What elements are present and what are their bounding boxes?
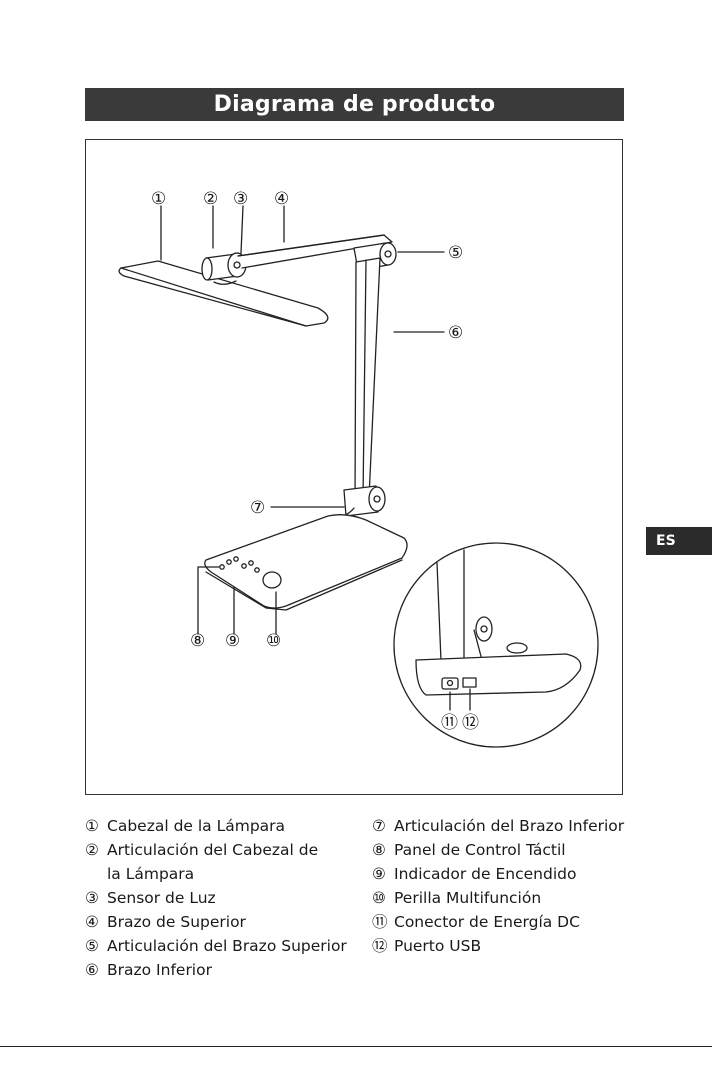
legend-label: Sensor de Luz [107, 889, 216, 907]
callout-9: ⑨ [225, 631, 241, 651]
legend-number: ⑩ [372, 889, 386, 907]
language-tab: ES [646, 527, 712, 555]
bottom-divider [0, 1046, 712, 1047]
legend-item: ⑤ Articulación del Brazo Superior [85, 934, 347, 958]
legend-number: ③ [85, 889, 99, 907]
product-diagram: ① ② ③ ④ ⑤ ⑥ ⑦ ⑧ ⑨ ⑩ ⑪ ⑫ [85, 139, 623, 795]
legend-label: Conector de Energía DC [394, 913, 580, 931]
callout-8: ⑧ [190, 631, 206, 651]
legend-number: ⑫ [372, 937, 388, 955]
callout-2: ② [203, 189, 219, 209]
legend-label: Panel de Control Táctil [394, 841, 566, 859]
legend-label: Perilla Multifunción [394, 889, 542, 907]
legend-item: ⑪ Conector de Energía DC [372, 910, 624, 934]
legend-number: ⑨ [372, 865, 386, 883]
legend-item: ⑦ Articulación del Brazo Inferior [372, 814, 624, 838]
callout-12: ⑫ [462, 713, 479, 733]
legend-label: Articulación del Cabezal de la Lámpara [107, 841, 319, 883]
legend-right: ⑦ Articulación del Brazo Inferior ⑧ Panel … [372, 814, 624, 958]
legend-item: ② Articulación del Cabezal de la Lámpara [85, 838, 347, 886]
callout-7: ⑦ [250, 498, 266, 518]
legend-item: ⑨ Indicador de Encendido [372, 862, 624, 886]
legend-item: ⑫ Puerto USB [372, 934, 624, 958]
legend-item: ④ Brazo de Superior [85, 910, 347, 934]
legend-left: ① Cabezal de la Lámpara ② Articulación del… [85, 814, 347, 982]
legend-item: ⑥ Brazo Inferior [85, 958, 347, 982]
legend-item: ① Cabezal de la Lámpara [85, 814, 347, 838]
legend-number: ⑥ [85, 961, 99, 979]
legend-label: Brazo de Superior [107, 913, 246, 931]
legend-item: ⑩ Perilla Multifunción [372, 886, 624, 910]
legend-number: ① [85, 817, 99, 835]
legend-label: Cabezal de la Lámpara [107, 817, 286, 835]
callout-6: ⑥ [448, 323, 464, 343]
legend-number: ⑦ [372, 817, 386, 835]
legend-number: ② [85, 841, 99, 859]
page-title: Diagrama de producto [85, 88, 624, 121]
callout-11: ⑪ [441, 713, 458, 733]
legend-item: ③ Sensor de Luz [85, 886, 347, 910]
callout-4: ④ [274, 189, 290, 209]
legend-label: Puerto USB [394, 937, 482, 955]
callout-3: ③ [233, 189, 249, 209]
legend-number: ⑧ [372, 841, 386, 859]
legend-label: Brazo Inferior [107, 961, 212, 979]
callout-5: ⑤ [448, 243, 464, 263]
legend-number: ⑤ [85, 937, 99, 955]
legend-number: ④ [85, 913, 99, 931]
legend-item: ⑧ Panel de Control Táctil [372, 838, 624, 862]
callout-10: ⑩ [266, 631, 282, 651]
callout-1: ① [151, 189, 167, 209]
lamp-illustration [118, 205, 599, 748]
legend-number: ⑪ [372, 913, 388, 931]
legend-label: Articulación del Brazo Superior [107, 937, 347, 955]
legend-label: Articulación del Brazo Inferior [394, 817, 625, 835]
legend-label: Indicador de Encendido [394, 865, 577, 883]
